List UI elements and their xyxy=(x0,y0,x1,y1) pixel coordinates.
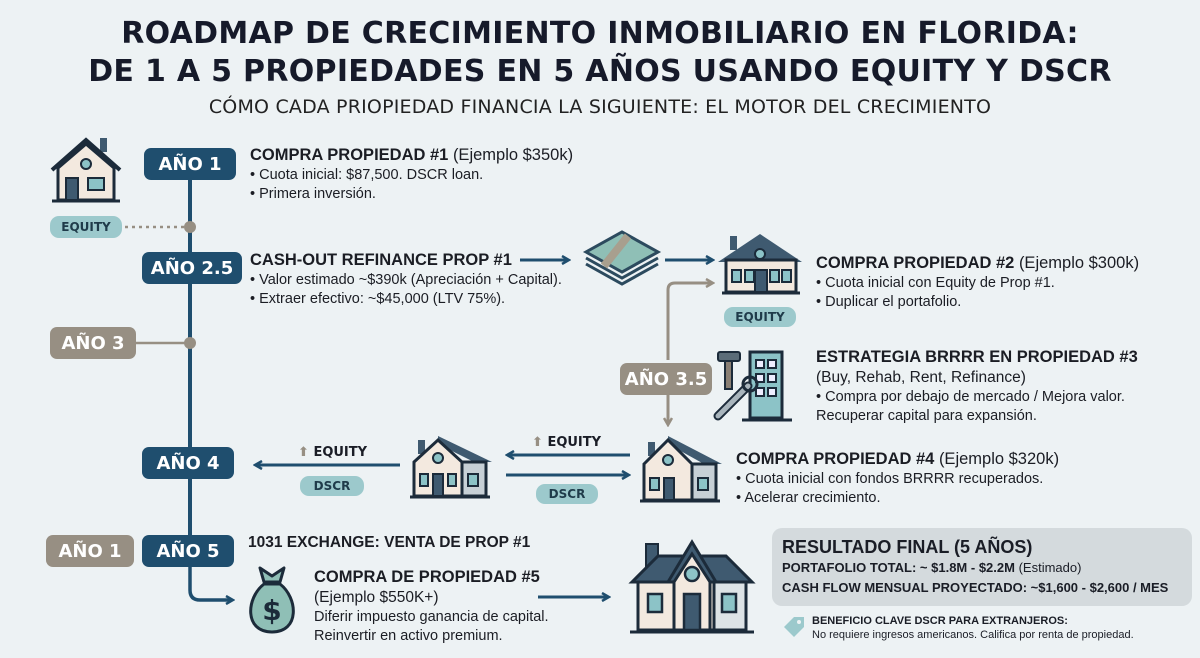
arrow-up-icon: ⬆ xyxy=(298,445,309,460)
monthly-cashflow: CASH FLOW MENSUAL PROYECTADO: ~$1,600 - … xyxy=(782,580,1169,595)
house-icon xyxy=(718,234,802,295)
year-1-label: AÑO 1 xyxy=(144,148,236,180)
step-note: (Ejemplo $550K+) xyxy=(314,589,439,606)
year-2-5-label: AÑO 2.5 xyxy=(142,252,242,284)
step-prop5: COMPRA DE PROPIEDAD #5 (Ejemplo $550K+) … xyxy=(314,566,549,646)
bullet: Compra por debajo de mercado / Mejora va… xyxy=(816,388,1138,407)
cash-stack-icon xyxy=(582,230,662,286)
bullet: Valor estimado ~$390k (Apreciación + Cap… xyxy=(250,271,562,290)
benefit-text: No requiere ingresos americanos. Calific… xyxy=(812,629,1134,641)
bullet: Duplicar el portafolio. xyxy=(816,293,1139,312)
step-note: (Ejemplo $320k) xyxy=(938,450,1060,468)
bullet: Cuota inicial con Equity de Prop #1. xyxy=(816,274,1139,293)
result-summary-box: RESULTADO FINAL (5 AÑOS) PORTAFOLIO TOTA… xyxy=(772,528,1192,606)
equity-up-label: ⬆ EQUITY xyxy=(298,445,368,460)
step-note: (Buy, Rehab, Rent, Refinance) xyxy=(816,369,1026,386)
step-prop1: COMPRA PROPIEDAD #1 (Ejemplo $350k) Cuot… xyxy=(250,144,573,204)
bullet: Extraer efectivo: ~$45,000 (LTV 75%). xyxy=(250,290,562,309)
house-icon xyxy=(50,137,122,203)
step-1031-exchange: 1031 EXCHANGE: VENTA DE PROP #1 xyxy=(248,532,530,554)
bullet: Acelerar crecimiento. xyxy=(736,489,1059,508)
step-line: Reinvertir en activo premium. xyxy=(314,628,503,644)
dscr-tag: DSCR xyxy=(536,484,598,504)
equity-up-label: ⬆ EQUITY xyxy=(532,435,602,450)
step-title: COMPRA DE PROPIEDAD #5 xyxy=(314,568,540,586)
money-bag-icon: $ xyxy=(249,566,295,634)
year-3-label: AÑO 3 xyxy=(50,327,136,359)
step-prop4: COMPRA PROPIEDAD #4 (Ejemplo $320k) Cuot… xyxy=(736,448,1059,508)
year-4-label: AÑO 4 xyxy=(142,447,234,479)
dscr-benefit-note: BENEFICIO CLAVE DSCR PARA EXTRANJEROS: N… xyxy=(812,614,1134,642)
bullet: Cuota inicial: $87,500. DSCR loan. xyxy=(250,166,573,185)
page-subtitle: CÓMO CADA PRIOPIEDAD FINANCIA LA SIGUIEN… xyxy=(208,96,992,118)
bullet: Primera inversión. xyxy=(250,185,573,204)
premium-house-icon xyxy=(628,539,756,634)
equity-tag: EQUITY xyxy=(724,307,796,327)
step-title: COMPRA PROPIEDAD #1 xyxy=(250,146,449,164)
arrow-up-icon: ⬆ xyxy=(532,435,543,450)
step-title: COMPRA PROPIEDAD #4 xyxy=(736,450,935,468)
page-title-line-1: ROADMAP DE CRECIMIENTO INMOBILIARIO EN F… xyxy=(121,16,1079,51)
equity-tag: EQUITY xyxy=(50,216,122,238)
step-note: (Ejemplo $350k) xyxy=(452,146,574,164)
year-1-secondary-label: AÑO 1 xyxy=(46,535,134,567)
step-prop2: COMPRA PROPIEDAD #2 (Ejemplo $300k) Cuot… xyxy=(816,252,1139,312)
bullet: Cuota inicial con fondos BRRRR recuperad… xyxy=(736,470,1059,489)
step-note: (Ejemplo $300k) xyxy=(1018,254,1140,272)
step-brrrr: ESTRATEGIA BRRRR EN PROPIEDAD #3 (Buy, R… xyxy=(816,346,1138,426)
dscr-tag: DSCR xyxy=(300,476,364,496)
step-line: Diferir impuesto ganancia de capital. xyxy=(314,609,549,625)
step-title: COMPRA PROPIEDAD #2 xyxy=(816,254,1015,272)
house-icon xyxy=(640,436,722,503)
result-title: RESULTADO FINAL (5 AÑOS) xyxy=(782,537,1033,557)
year-5-label: AÑO 5 xyxy=(142,535,234,567)
step-title: CASH-OUT REFINANCE PROP #1 xyxy=(250,251,512,269)
tag-icon xyxy=(784,617,804,637)
step-refinance: CASH-OUT REFINANCE PROP #1 Valor estimad… xyxy=(250,249,562,309)
year-3-5-label: AÑO 3.5 xyxy=(620,363,712,395)
benefit-title: BENEFICIO CLAVE DSCR PARA EXTRANJEROS: xyxy=(812,615,1068,627)
page-title-line-2: DE 1 A 5 PROPIEDADES EN 5 AÑOS USANDO EQ… xyxy=(88,54,1112,89)
step-title: 1031 EXCHANGE: VENTA DE PROP #1 xyxy=(248,534,531,551)
portfolio-total: PORTAFOLIO TOTAL: ~ $1.8M - $2.2M (Estim… xyxy=(782,560,1082,575)
house-icon xyxy=(410,436,492,499)
svg-text:$: $ xyxy=(262,594,281,627)
step-title: ESTRATEGIA BRRRR EN PROPIEDAD #3 xyxy=(816,348,1138,366)
step-line: Recuperar capital para expansión. xyxy=(816,408,1037,424)
tools-building-icon xyxy=(713,350,792,422)
